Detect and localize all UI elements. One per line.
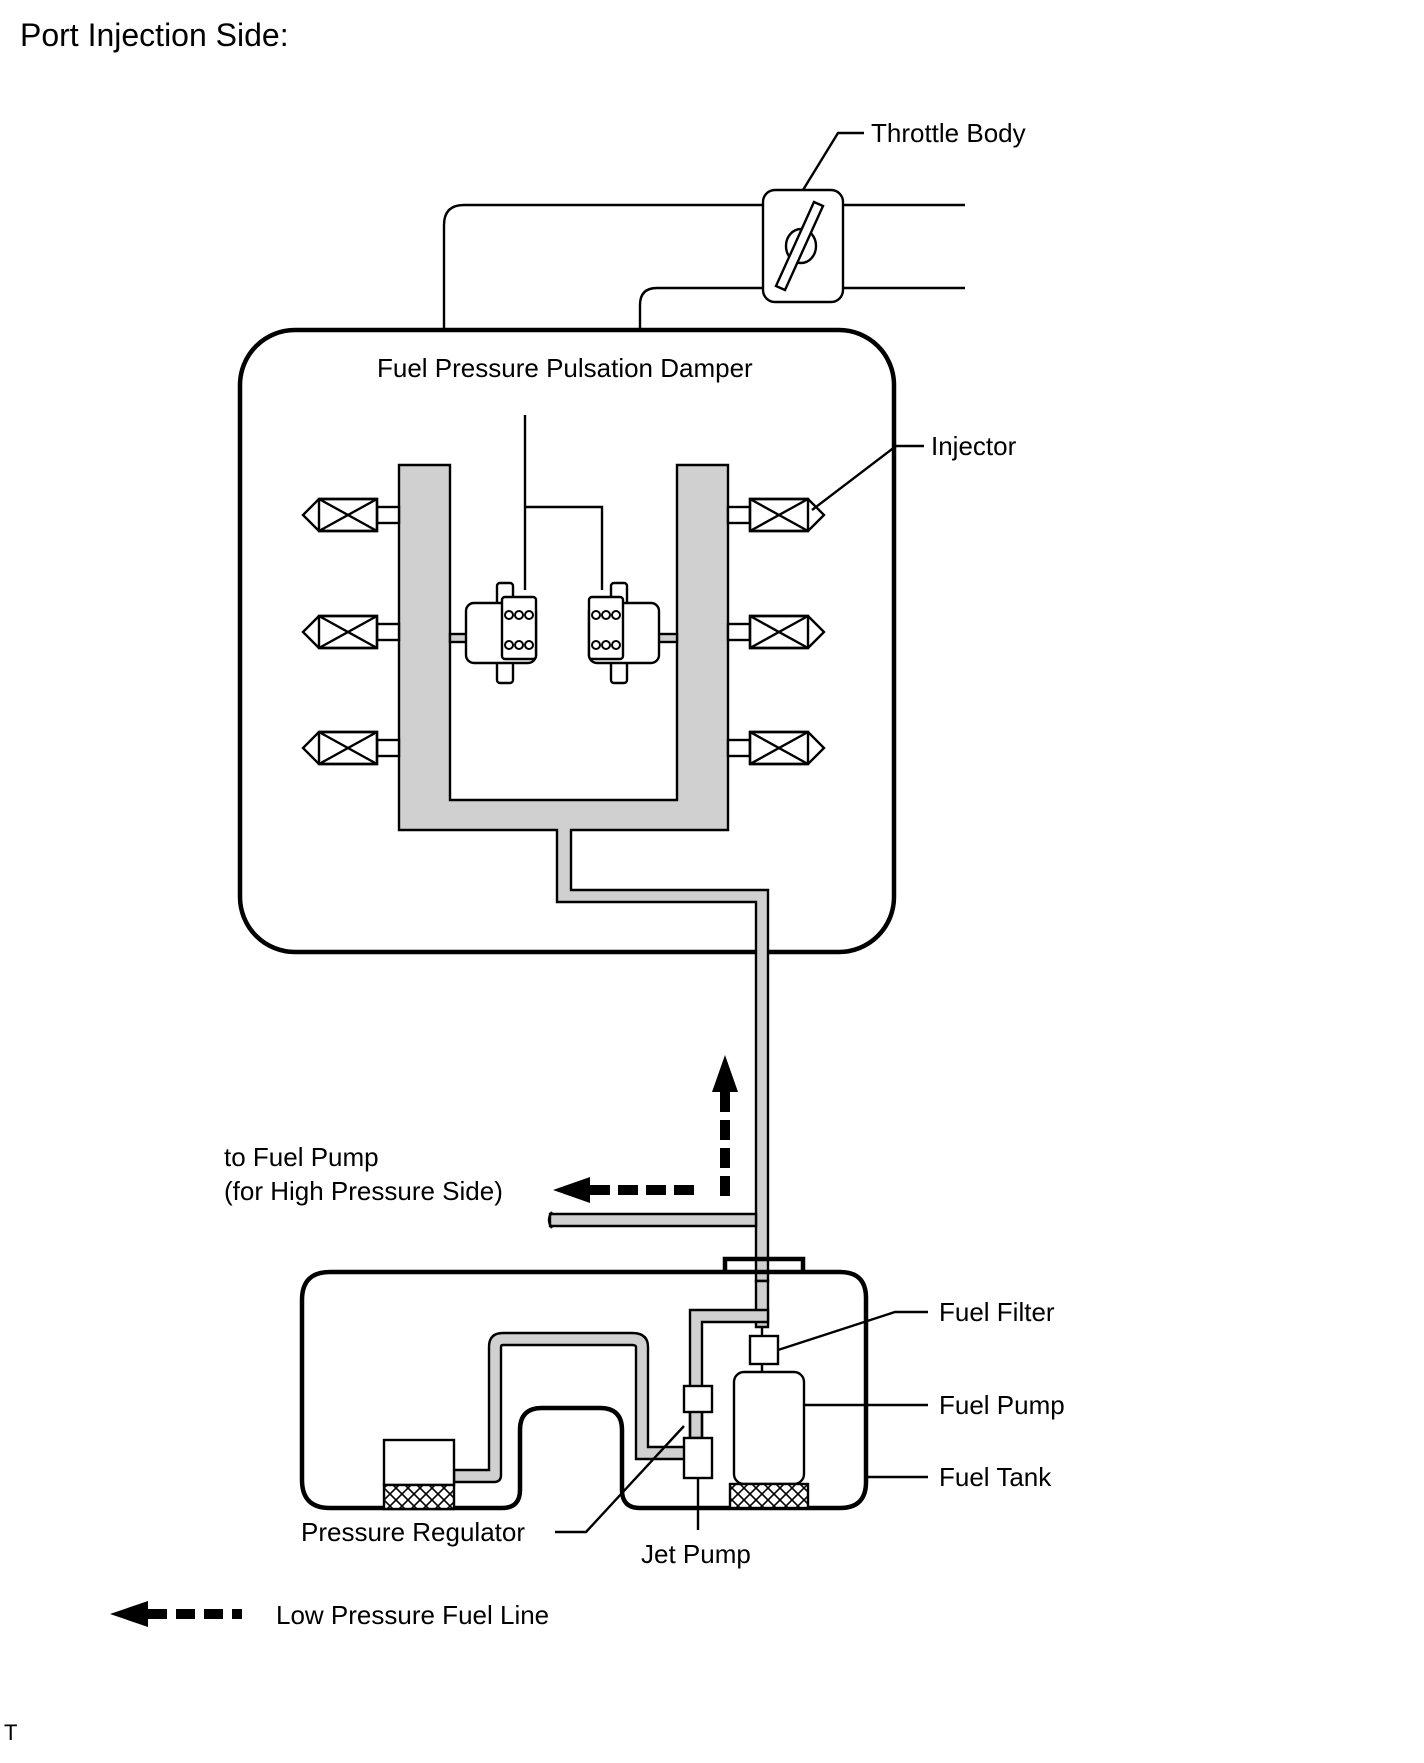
legend-label: Low Pressure Fuel Line bbox=[276, 1600, 549, 1630]
injector-left-bottom bbox=[301, 730, 401, 766]
pressure-regulator-label: Pressure Regulator bbox=[301, 1517, 525, 1547]
flow-arrow-left-icon bbox=[553, 1177, 694, 1203]
jet-pump-label: Jet Pump bbox=[641, 1539, 751, 1569]
damper-label: Fuel Pressure Pulsation Damper bbox=[377, 353, 753, 383]
fuel-filter-label: Fuel Filter bbox=[939, 1297, 1055, 1327]
injector-right-middle bbox=[726, 614, 826, 650]
fuel-filter bbox=[748, 1334, 780, 1366]
fuel-filter-leader bbox=[777, 1310, 928, 1352]
pressure-regulator bbox=[382, 1438, 456, 1511]
fuel-tank-body bbox=[299, 1269, 869, 1511]
fuel-rail bbox=[397, 463, 770, 1283]
injector-label: Injector bbox=[931, 431, 1017, 461]
flow-arrow-up-icon bbox=[712, 1055, 738, 1196]
to-fuel-pump-label-line2: (for High Pressure Side) bbox=[224, 1176, 503, 1206]
injector-leader bbox=[811, 444, 924, 511]
fuel-pump-label: Fuel Pump bbox=[939, 1390, 1065, 1420]
engine-box bbox=[237, 327, 897, 955]
throttle-body bbox=[442, 188, 965, 330]
fuel-pump bbox=[728, 1364, 810, 1510]
fuel-tank bbox=[722, 1256, 806, 1272]
injector-right-bottom bbox=[726, 730, 826, 766]
injector-right-top bbox=[726, 497, 826, 533]
branch-line-to-hp-pump bbox=[548, 1212, 758, 1228]
throttle-body-label: Throttle Body bbox=[871, 118, 1026, 148]
injector-left-top bbox=[301, 497, 401, 533]
return-line bbox=[452, 1331, 692, 1484]
pulsation-damper-left bbox=[464, 581, 538, 685]
pulsation-damper-right bbox=[587, 581, 661, 685]
page-title: Port Injection Side: bbox=[20, 17, 289, 53]
legend-arrow-icon bbox=[110, 1601, 242, 1627]
fuel-tank-label: Fuel Tank bbox=[939, 1462, 1052, 1492]
damper-leader bbox=[523, 415, 604, 590]
footer-mark: T bbox=[4, 1720, 17, 1745]
pressure-regulator-leader bbox=[555, 1425, 685, 1534]
to-fuel-pump-label-line1: to Fuel Pump bbox=[224, 1142, 379, 1172]
throttle-body-leader bbox=[801, 131, 864, 191]
injector-left-middle bbox=[301, 614, 401, 650]
